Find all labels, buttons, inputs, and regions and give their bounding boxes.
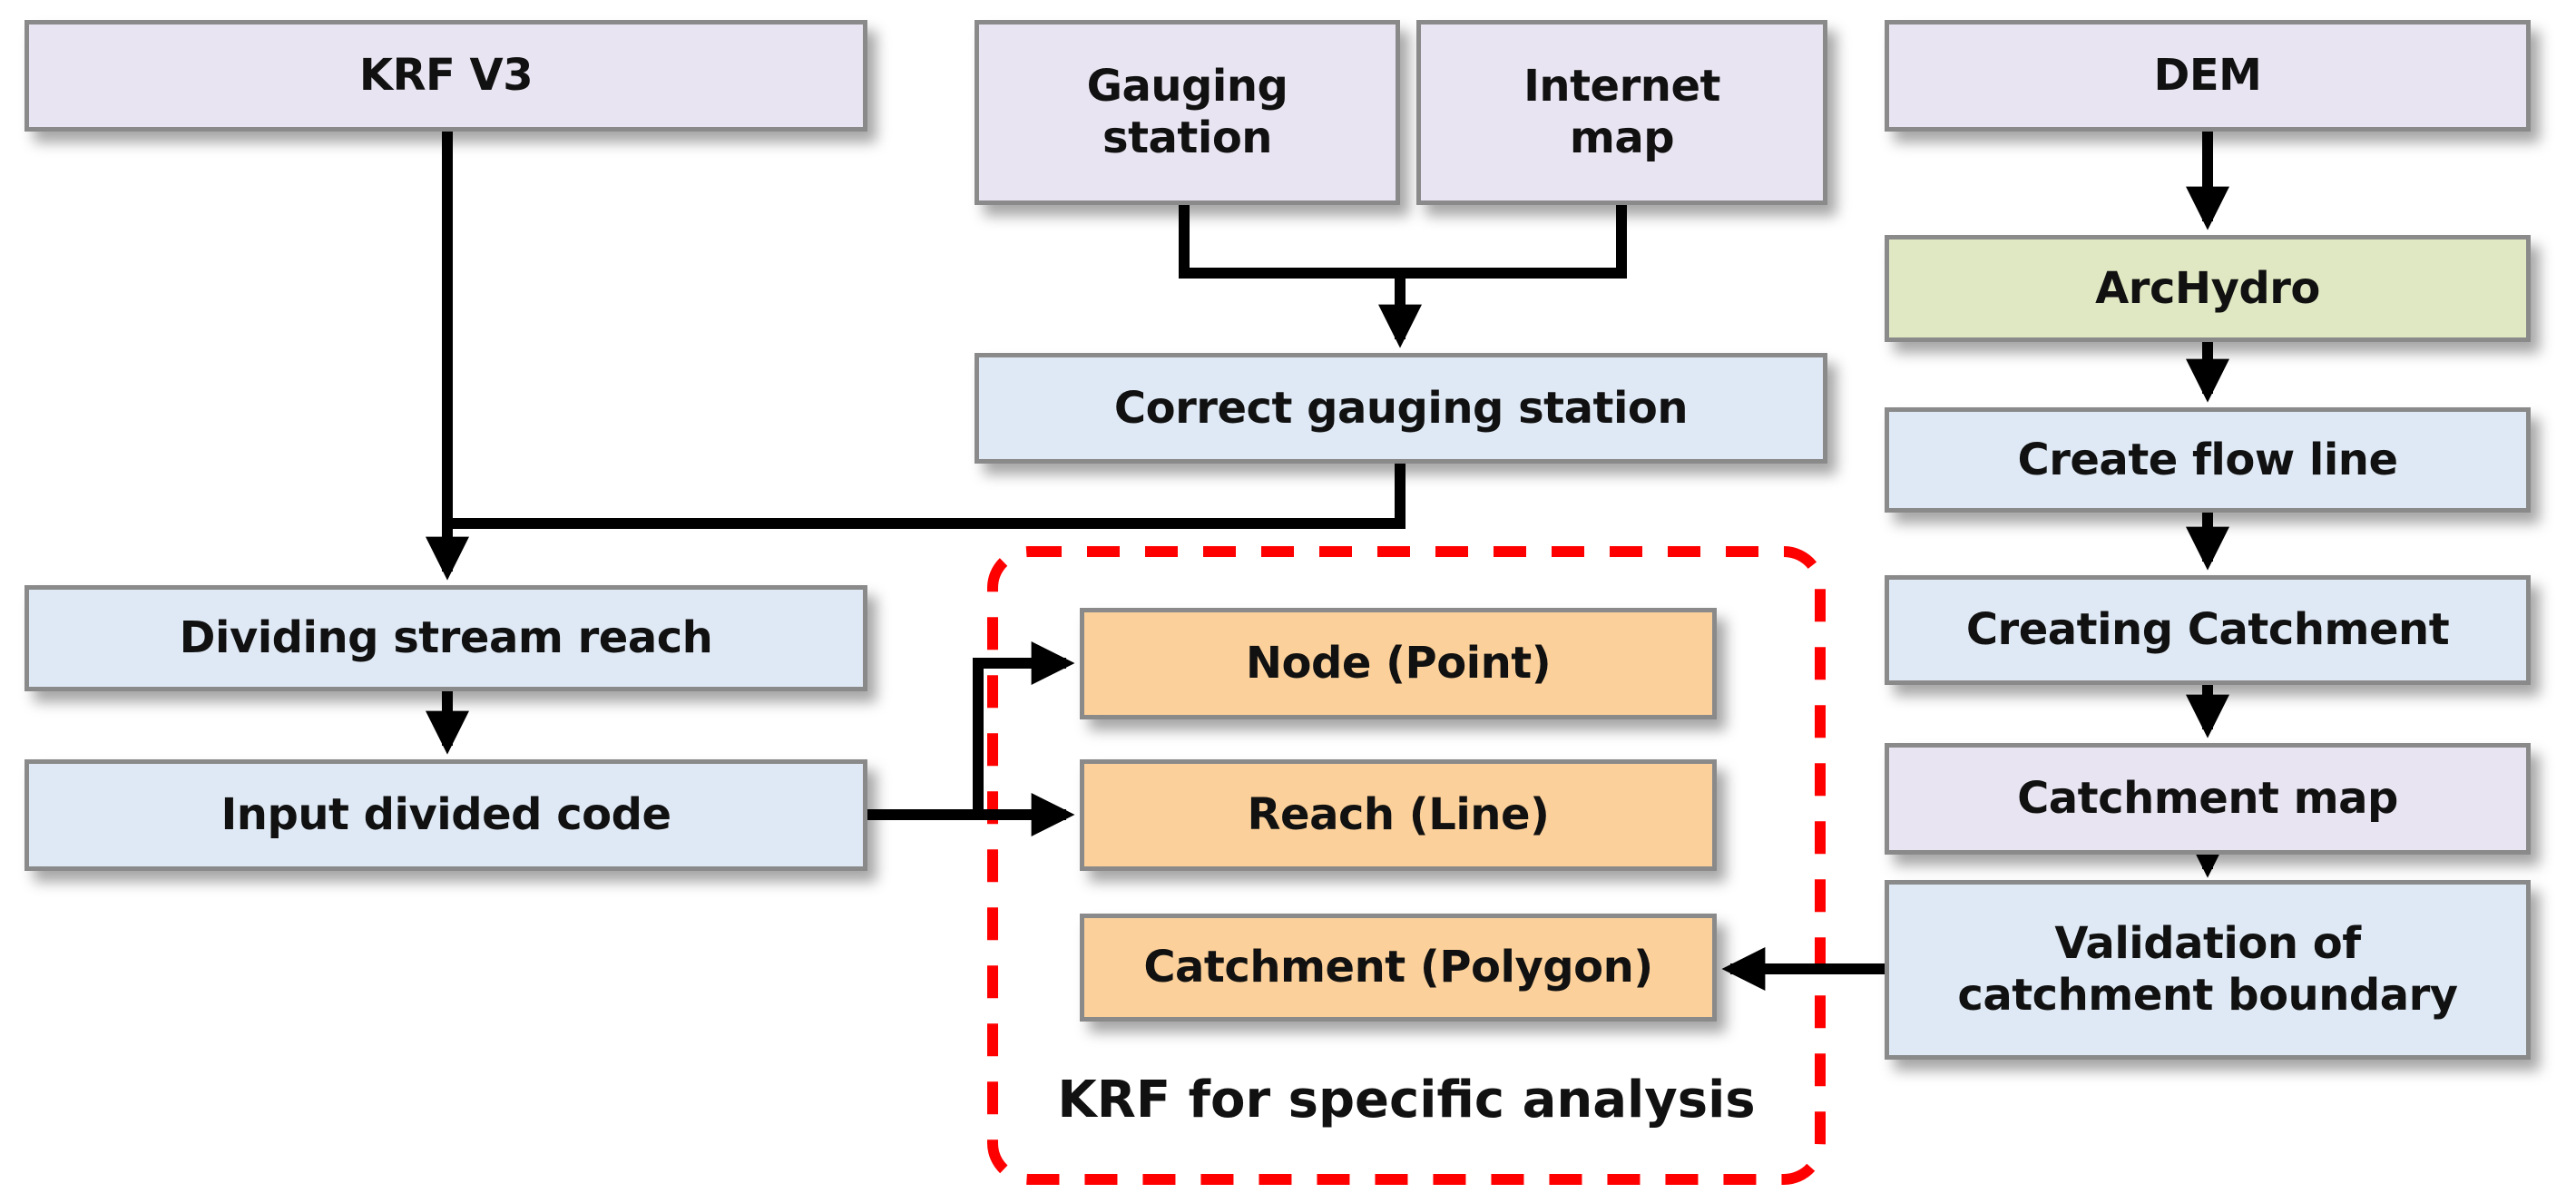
edge-input-to-node xyxy=(973,641,1075,815)
node-node-point-label: Node (Point) xyxy=(1245,638,1552,689)
edge-correct-to-main xyxy=(447,464,1406,529)
node-input-divided-code: Input divided code xyxy=(24,759,867,871)
node-creating-catchment: Creating Catchment xyxy=(1885,575,2531,685)
node-archydro: ArcHydro xyxy=(1885,235,2531,342)
node-create-flow-line: Create flow line xyxy=(1885,407,2531,513)
node-catchment-polygon-label: Catchment (Polygon) xyxy=(1143,942,1653,993)
node-catchment-map: Catchment map xyxy=(1885,743,2531,855)
node-internet-map: Internet map xyxy=(1416,20,1827,205)
node-input-divided-code-label: Input divided code xyxy=(220,789,671,841)
group-label: KRF for specific analysis xyxy=(1057,1071,1756,1129)
node-internet-map-label: Internet map xyxy=(1523,61,1720,163)
node-dividing-stream-reach-label: Dividing stream reach xyxy=(179,612,713,664)
node-node-point: Node (Point) xyxy=(1080,608,1717,719)
node-catchment-map-label: Catchment map xyxy=(2017,773,2398,825)
node-reach-line: Reach (Line) xyxy=(1080,759,1717,871)
node-krf-v3: KRF V3 xyxy=(24,20,867,132)
node-catchment-polygon: Catchment (Polygon) xyxy=(1080,914,1717,1022)
node-validation: Validation of catchment boundary xyxy=(1885,880,2531,1060)
node-reach-line-label: Reach (Line) xyxy=(1247,789,1550,841)
node-dem: DEM xyxy=(1885,20,2531,132)
node-validation-label: Validation of catchment boundary xyxy=(1957,918,2458,1021)
node-correct-gauging-station-label: Correct gauging station xyxy=(1113,382,1689,434)
node-archydro-label: ArcHydro xyxy=(2095,262,2320,314)
node-dividing-stream-reach: Dividing stream reach xyxy=(24,585,867,691)
edge-gauging-merge xyxy=(1179,205,1627,279)
node-correct-gauging-station: Correct gauging station xyxy=(975,353,1827,464)
node-create-flow-line-label: Create flow line xyxy=(2017,434,2398,485)
node-creating-catchment-label: Creating Catchment xyxy=(1965,604,2450,656)
node-krf-v3-label: KRF V3 xyxy=(358,50,534,102)
node-gauging-station-label: Gauging station xyxy=(1086,61,1288,163)
node-dem-label: DEM xyxy=(2153,50,2262,102)
node-gauging-station: Gauging station xyxy=(975,20,1400,205)
